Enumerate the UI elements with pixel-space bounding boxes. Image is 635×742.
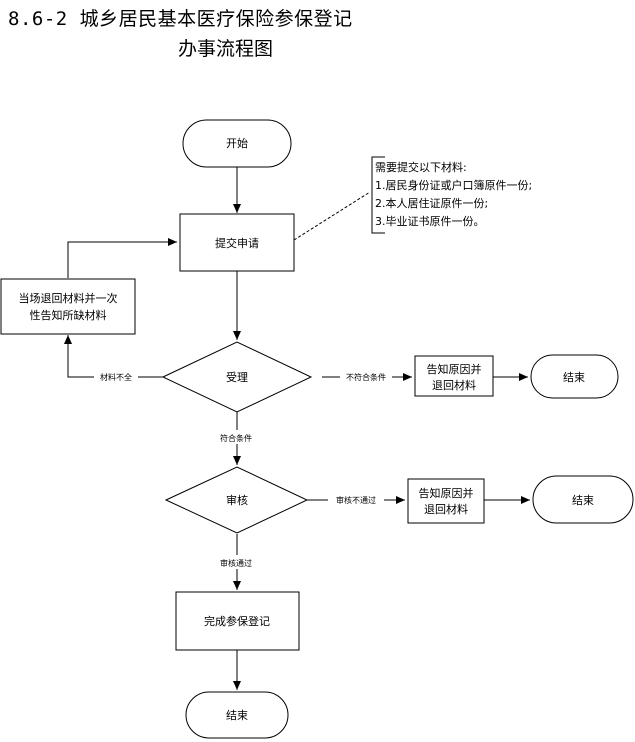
end3-label: 结束 <box>226 709 248 722</box>
end1-label: 结束 <box>563 371 585 384</box>
note-connector <box>293 191 371 241</box>
submit-node <box>179 213 295 272</box>
edge-label-review-passed: 审核通过 <box>220 558 252 568</box>
reason2-label-line2: 退回材料 <box>424 502 468 516</box>
review-label: 审核 <box>226 493 248 507</box>
end2-label: 结束 <box>572 494 594 507</box>
end-node-3 <box>185 691 289 739</box>
edge-label-incomplete: 材料不全 <box>100 372 132 382</box>
accept-node <box>161 341 313 413</box>
note-bracket <box>371 156 385 234</box>
edge-label-qualified: 符合条件 <box>220 433 252 443</box>
review-node <box>164 466 309 534</box>
end-node-2 <box>532 475 634 524</box>
edge-label-not-qualified: 不符合条件 <box>346 372 386 382</box>
reason1-label-line1: 告知原因并 <box>427 362 482 376</box>
page-subtitle: 办事流程图 <box>178 38 274 60</box>
page-title: 8.6-2 城乡居民基本医疗保险参保登记 <box>8 8 353 30</box>
edge-label-review-failed: 审核不通过 <box>336 495 376 505</box>
return-label-line2: 性告知所缺材料 <box>30 308 107 322</box>
reason1-label-line2: 退回材料 <box>432 378 476 392</box>
reason-return-node-1 <box>414 355 494 397</box>
complete-label: 完成参保登记 <box>204 614 270 628</box>
return-materials-node <box>0 278 136 335</box>
start-node <box>182 119 292 168</box>
complete-node <box>175 591 300 651</box>
note-line-2: 1.居民身份证或户口簿原件一份; <box>375 178 532 192</box>
end-node-1 <box>530 354 619 399</box>
reason-return-node-2 <box>407 478 485 524</box>
note-line-4: 3.毕业证书原件一份。 <box>375 215 485 228</box>
edge-return-to-submit <box>67 238 177 278</box>
submit-label: 提交申请 <box>215 236 259 250</box>
start-label: 开始 <box>226 136 248 150</box>
accept-label: 受理 <box>226 371 248 384</box>
note-line-1: 需要提交以下材料: <box>375 160 467 174</box>
return-label-line1: 当场退回材料并一次 <box>19 291 118 305</box>
reason2-label-line1: 告知原因并 <box>419 486 474 500</box>
note-line-3: 2.本人居住证原件一份; <box>375 196 488 210</box>
